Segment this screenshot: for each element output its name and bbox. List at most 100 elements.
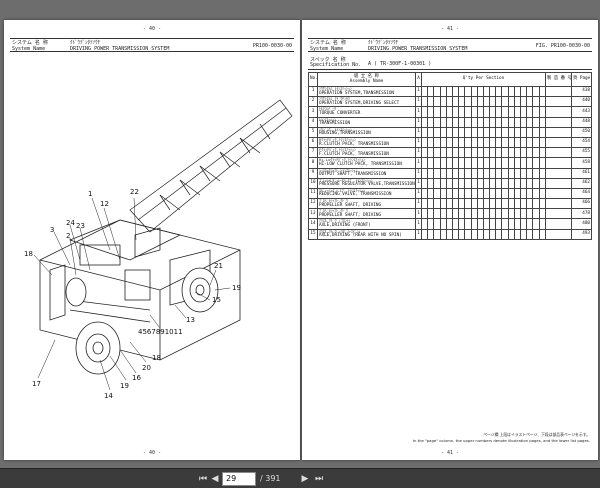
callout-14: 14 — [104, 392, 113, 400]
system-name: ｸﾄﾞｳﾃﾞﾝﾀﾂｿｳﾁ DRIVING POWER TRANSMISSION … — [368, 40, 467, 52]
row-page[interactable]: 455 — [571, 147, 592, 159]
footnote: ページ欄 上段はイラストページ、下段は部品表ページを示す。 In the "pa… — [342, 432, 590, 443]
first-page-icon: ⏮ — [198, 474, 208, 484]
figure-code: FIG. PR100-0030-00 — [536, 43, 590, 49]
row-page[interactable]: 466 — [571, 198, 592, 210]
row-name-en: HOUSING,TRANSMISSION — [319, 131, 371, 137]
wheels-drawing — [65, 267, 219, 375]
row-name-kana: ﾌﾟﾚｯｼｬﾚｷﾞｭﾚｰﾀﾊﾞﾙﾌﾞ,ﾄﾗﾝｽﾐｯｼｮﾝ — [319, 178, 373, 183]
row-page[interactable]: 480 — [571, 218, 592, 230]
footnote-jp: ページ欄 上段はイラストページ、下段は部品表ページを示す。 — [483, 432, 590, 437]
right-page: - 41 - システム 名 称 System Name ｸﾄﾞｳﾃﾞﾝﾀﾂｿｳﾁ… — [302, 20, 598, 460]
system-name-en: DRIVING POWER TRANSMISSION SYSTEM — [368, 46, 468, 52]
row-name-en: PROPELLER SHAFT, DRIVING — [319, 202, 382, 208]
row-name-en: AXLE,DRIVING (FRONT) — [319, 223, 371, 229]
page-header: システム 名 称 System Name ｸﾄﾞｳﾃﾞﾝﾀﾂｿｳﾁ DRIVIN… — [308, 38, 592, 52]
row-page[interactable]: 493 — [571, 228, 592, 240]
row-page[interactable]: 458 — [571, 157, 592, 169]
callout-2: 2 — [66, 232, 70, 240]
row-name-kana: ﾌﾟﾛﾍﾟﾗｼｬﾌﾄ,ｸﾄﾞｳ — [319, 198, 348, 204]
left-page: - 40 - システム 名 称 System Name ｸﾄﾞｳﾃﾞﾝﾀﾂｿｳﾁ… — [4, 20, 300, 460]
callout-15: 15 — [212, 296, 221, 304]
spec-label-en: Specification No. — [310, 62, 362, 68]
system-label: システム 名 称 System Name — [12, 40, 48, 52]
row-assembly-name: ｱｸｽﾙ,ｸﾄﾞｳ (ﾌﾛﾝﾄ)AXLE,DRIVING (FRONT) — [317, 218, 416, 230]
last-page-button[interactable]: ⏭ — [312, 472, 326, 486]
row-page[interactable]: 454 — [571, 136, 592, 149]
callout-21: 21 — [214, 262, 223, 270]
row-serial — [545, 147, 572, 159]
row-page[interactable]: 440 — [571, 96, 592, 108]
row-name-en: TRANSMISSION — [319, 121, 351, 127]
row-page[interactable]: 462 — [571, 177, 592, 189]
document-viewer[interactable]: - 40 - システム 名 称 System Name ｸﾄﾞｳﾃﾞﾝﾀﾂｿｳﾁ… — [0, 0, 600, 468]
row-name-kana: ｱｸｽﾙ,ｸﾄﾞｳ (ﾌﾛﾝﾄ) — [319, 218, 351, 224]
row-serial — [545, 157, 572, 169]
row-no: 5 — [308, 126, 318, 138]
row-no: 14 — [308, 218, 318, 230]
row-name-kana: ﾄﾙｸｺﾝﾊﾞｰﾀ — [319, 106, 337, 112]
specification-row: スペック 名 称 Specification No. A ( TR-300F-1… — [308, 58, 592, 70]
prev-page-icon: ◀ — [211, 474, 219, 484]
first-page-button[interactable]: ⏮ — [196, 472, 210, 486]
row-page[interactable]: 464 — [571, 187, 592, 200]
current-page-input[interactable]: 29 — [222, 472, 256, 486]
row-name-kana: ﾄﾗﾝｽﾐｯｼｮﾝ — [319, 117, 337, 122]
callout-12: 12 — [100, 200, 109, 208]
system-label-en: System Name — [310, 46, 344, 52]
spec-label-jp: スペック 名 称 — [310, 57, 346, 63]
row-no: 12 — [308, 198, 318, 210]
row-page[interactable]: 443 — [571, 106, 592, 118]
prev-page-button[interactable]: ◀ — [208, 472, 222, 486]
row-page[interactable]: 448 — [571, 116, 592, 128]
row-name-en: PROPELLER SHAFT, DRIVING — [319, 212, 382, 218]
row-name-kana: ｿｳｻｼｽﾃﾑ ﾄﾗﾝｽﾐｯｼｮﾝ — [319, 86, 352, 91]
row-page[interactable]: 478 — [571, 208, 592, 220]
row-no: 10 — [308, 177, 318, 189]
row-page[interactable]: 450 — [571, 126, 592, 138]
row-name-kana: ﾊｳｼﾞﾝｸﾞ,ﾄﾗﾝｽﾐｯｼｮﾝ — [319, 127, 352, 132]
row-serial — [545, 228, 572, 240]
row-name-en: AXLE,DRIVING (REAR WITH NO SPIN) — [319, 233, 402, 239]
row-name-kana: ｱｸｽﾙ,ｸﾄﾞｳ (ﾘﾔ ﾉｰｽﾋﾟﾝ) — [319, 229, 361, 234]
row-page[interactable]: 461 — [571, 167, 592, 179]
row-name-en: HI-LOW CLUTCH PACK, TRANSMISSION — [319, 161, 402, 167]
row-name-en: TORQUE CONVERTER — [319, 110, 361, 116]
col-assembly: 組 立 名 称 Assembly Name — [317, 72, 416, 87]
system-label: システム 名 称 System Name — [310, 40, 346, 52]
system-name-kana: ｸﾄﾞｳﾃﾞﾝﾀﾂｿｳﾁ — [368, 40, 399, 46]
row-no: 6 — [308, 136, 318, 149]
boom-drawing — [129, 99, 293, 233]
row-no: 7 — [308, 147, 318, 159]
callout-1: 1 — [88, 190, 92, 198]
row-no: 13 — [308, 208, 318, 220]
total-pages: / 391 — [260, 474, 281, 483]
system-name-en: DRIVING POWER TRANSMISSION SYSTEM — [70, 46, 170, 52]
footnote-en: In the "page" column, the upper numbers … — [412, 438, 590, 443]
row-name-en: OPERATION SYSTEM,TRANSMISSION — [319, 90, 395, 96]
next-page-button[interactable]: ▶ — [298, 472, 312, 486]
row-no: 2 — [308, 96, 318, 108]
row-page[interactable]: 438 — [571, 85, 592, 98]
row-no: 1 — [308, 85, 318, 98]
row-assembly-name: ｱｸｽﾙ,ｸﾄﾞｳ (ﾘﾔ ﾉｰｽﾋﾟﾝ)AXLE,DRIVING (REAR … — [317, 228, 416, 240]
row-name-kana: ﾌﾟﾛﾍﾟﾗｼｬﾌﾄ,ｸﾄﾞｳ — [319, 208, 348, 214]
